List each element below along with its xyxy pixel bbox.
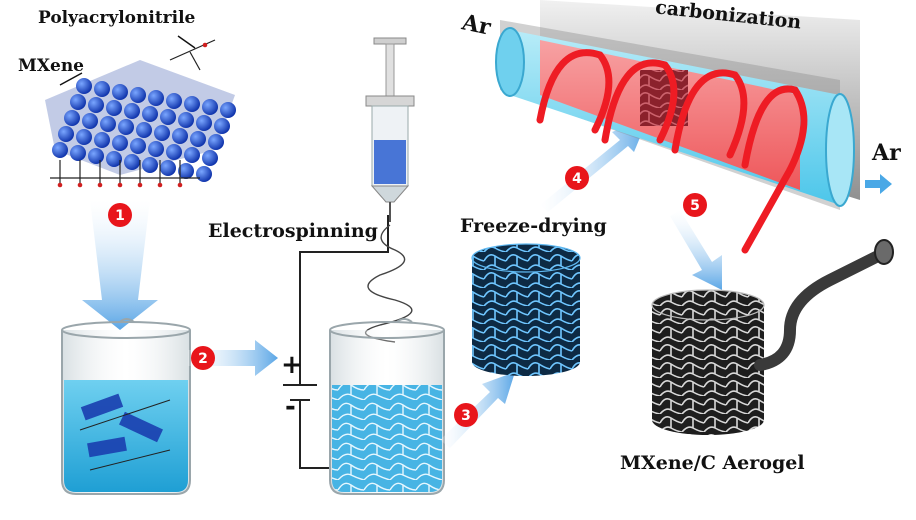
battery-minus-sign: - <box>285 392 296 422</box>
arrow-step-1 <box>82 200 158 330</box>
label-mxene: MXene <box>18 56 84 76</box>
mxene-atom <box>130 138 146 154</box>
arrow-step-2 <box>188 340 278 376</box>
mxene-atom <box>94 81 110 97</box>
arrow-step-5 <box>670 210 722 290</box>
mxene-atom <box>190 131 206 147</box>
mxene-atom <box>184 96 200 112</box>
mxene-atom <box>124 154 140 170</box>
mxene-atom <box>88 148 104 164</box>
mxene-atom <box>106 100 122 116</box>
beaker-collector <box>329 318 445 495</box>
mxene-atom <box>160 160 176 176</box>
mxene-atom <box>178 163 194 179</box>
pan-pointer <box>177 35 196 49</box>
mxene-atom <box>172 128 188 144</box>
label-freeze-drying: Freeze-drying <box>460 215 607 237</box>
mxene-atom <box>148 141 164 157</box>
mxene-atom <box>220 102 236 118</box>
ar-out-arrow <box>865 174 892 194</box>
mxene-structure <box>45 35 236 188</box>
mxene-atom <box>106 151 122 167</box>
mxene-atom <box>142 157 158 173</box>
mxene-atom <box>124 103 140 119</box>
svg-text:4: 4 <box>572 171 582 187</box>
step-badges: 1 2 3 4 5 <box>108 166 707 427</box>
mxene-atom <box>142 106 158 122</box>
svg-text:3: 3 <box>461 408 471 424</box>
mxene-atom <box>70 94 86 110</box>
label-ar-outlet: Ar <box>872 140 901 166</box>
mxene-atom <box>52 142 68 158</box>
step-badge-5: 5 <box>683 193 707 217</box>
svg-text:1: 1 <box>115 208 125 224</box>
mxene-atom <box>166 93 182 109</box>
mxene-atom <box>76 78 92 94</box>
step-badge-4: 4 <box>565 166 589 190</box>
freeze-dried-foam <box>471 243 581 376</box>
battery-plus-sign: + <box>281 350 303 380</box>
mxene-atom <box>94 132 110 148</box>
mxene-atom <box>70 145 86 161</box>
arrow-step-4 <box>540 118 648 212</box>
mxene-atom <box>148 90 164 106</box>
mxene-atom <box>208 134 224 150</box>
mxene-atom <box>184 147 200 163</box>
tube-furnace <box>495 0 860 254</box>
spinning-jet <box>364 224 413 343</box>
syringe <box>365 37 415 222</box>
mxene-atom <box>196 115 212 131</box>
mxene-pointer <box>59 72 83 86</box>
mxene-atom <box>166 144 182 160</box>
mxene-c-aerogel <box>651 239 894 435</box>
mxene-atom <box>100 116 116 132</box>
mxene-atom <box>202 99 218 115</box>
electrospinning-circuit <box>283 215 389 469</box>
mxene-atom <box>154 125 170 141</box>
heating-coil <box>536 49 808 254</box>
mxene-atom <box>118 119 134 135</box>
label-electrospinning: Electrospinning <box>208 220 378 242</box>
beaker-mxene-pan-solution <box>61 318 191 495</box>
label-ar-inlet: Ar <box>459 9 494 41</box>
mxene-atom <box>64 110 80 126</box>
mxene-atom <box>130 87 146 103</box>
mxene-atom <box>88 97 104 113</box>
mxene-atom <box>214 118 230 134</box>
mxene-atom <box>76 129 92 145</box>
step-badge-3: 3 <box>454 403 478 427</box>
mxene-atom <box>178 112 194 128</box>
mxene-atom <box>58 126 74 142</box>
svg-text:2: 2 <box>198 351 208 367</box>
mxene-atom <box>202 150 218 166</box>
mxene-atom <box>112 135 128 151</box>
mxene-atom <box>196 166 212 182</box>
mxene-atom <box>82 113 98 129</box>
heated-sample <box>640 70 688 126</box>
mxene-atom <box>136 122 152 138</box>
mxene-atom <box>112 84 128 100</box>
svg-text:5: 5 <box>690 198 700 214</box>
label-product: MXene/C Aerogel <box>620 452 805 474</box>
mxene-atom <box>160 109 176 125</box>
label-polyacrylonitrile: Polyacrylonitrile <box>38 8 196 28</box>
step-badge-1: 1 <box>108 203 132 227</box>
step-badge-2: 2 <box>191 346 215 370</box>
arrow-step-3 <box>440 372 515 448</box>
